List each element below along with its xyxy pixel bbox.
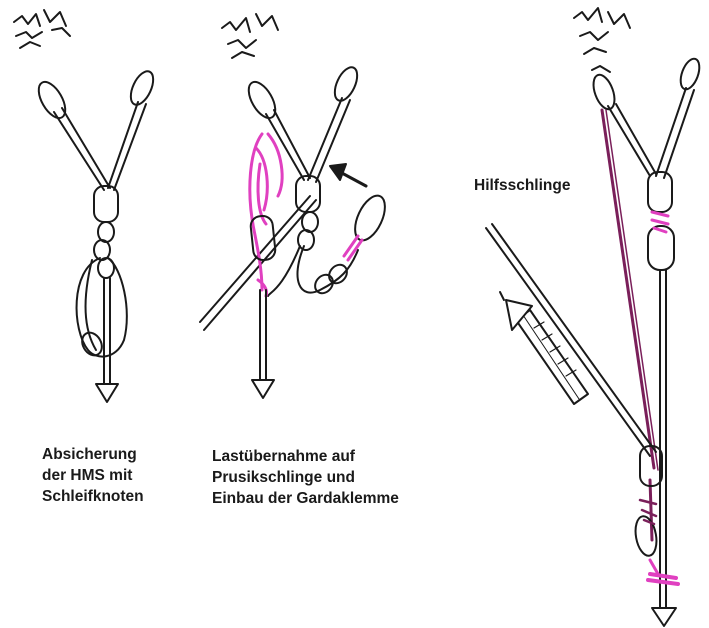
panel-1-rock-anchor [14, 10, 70, 48]
panel-1-hms-chain [94, 222, 114, 278]
panel-3-right-carabiner [677, 56, 703, 92]
caption-panel-2-line-2: Prusikschlinge und [212, 467, 399, 488]
panel-2-pointer-arrow [340, 172, 366, 186]
panel-1-sling-right [108, 102, 146, 190]
panel-1-sling-left [54, 108, 110, 190]
panel-1-master-carabiner [94, 186, 118, 222]
panel-2-loop-rope [297, 246, 358, 293]
panel-3-main-rope [660, 270, 666, 608]
panel-2-load-rope [260, 290, 266, 380]
panel-1-right-carabiner [126, 68, 158, 108]
panel-2-right-carabiner [330, 64, 362, 104]
panel-3-bottom-knot [640, 500, 656, 524]
panel-3-sling-left [608, 104, 656, 176]
panel-3-diagonal-rope [486, 224, 656, 456]
panel-3-auxiliary-sling [486, 8, 703, 626]
caption-panel-1-line-3: Schleifknoten [42, 486, 144, 507]
panel-3-arrow-head [652, 608, 676, 626]
caption-panel-2-line-3: Einbau der Gardaklemme [212, 488, 399, 509]
panel-3-sling-right [656, 88, 694, 178]
caption-panel-1-line-2: der HMS mit [42, 465, 144, 486]
panel-2-sling-left [266, 110, 310, 180]
panel-1-hms-belay [14, 10, 158, 402]
panel-1-left-carabiner [33, 78, 70, 123]
panel-3-master-carabiner [648, 172, 672, 212]
panel-3-lower-carabiner [648, 226, 674, 270]
panel-3-left-carabiner [589, 72, 618, 112]
panel-2-load-transfer [200, 14, 391, 398]
caption-panel-2: Lastübernahme auf Prusikschlinge und Ein… [212, 446, 399, 509]
caption-panel-2-line-1: Lastübernahme auf [212, 446, 399, 467]
caption-panel-1-line-1: Absicherung [42, 444, 144, 465]
panel-2-rock-anchor [222, 14, 278, 58]
panel-2-garda-chain [311, 261, 350, 297]
label-hilfsschlinge: Hilfsschlinge [474, 175, 570, 196]
panel-2-garda-carabiner [349, 191, 391, 245]
panel-3-prusik-knot [652, 212, 668, 232]
panel-1-arrow-head [96, 384, 118, 402]
panel-3-pink-wrap [648, 574, 678, 584]
panel-2-left-carabiner [243, 78, 280, 123]
panel-3-rock-anchor [574, 8, 630, 72]
panel-2-arrow-head [252, 380, 274, 398]
caption-panel-1: Absicherung der HMS mit Schleifknoten [42, 444, 144, 507]
panel-1-load-rope [104, 278, 110, 384]
